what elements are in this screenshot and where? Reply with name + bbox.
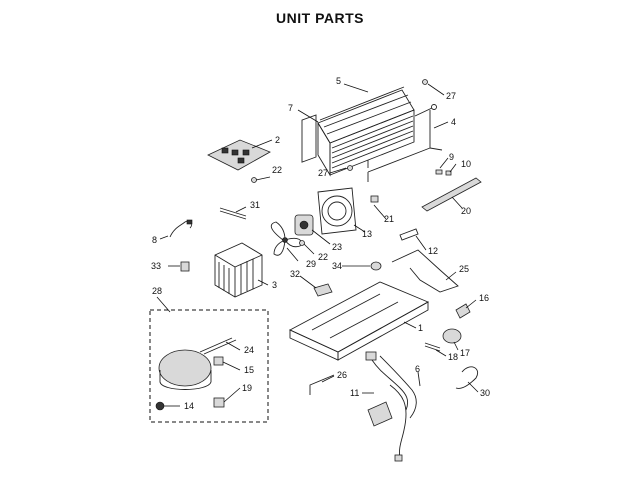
fan-shroud — [317, 187, 357, 235]
callout-3: 3 — [272, 280, 277, 290]
fan-blade — [270, 221, 302, 256]
drain-tube-25 — [391, 249, 459, 293]
screw-22-board — [251, 177, 257, 183]
condenser — [214, 242, 263, 298]
callout-16: 16 — [479, 293, 489, 303]
callout-6: 6 — [415, 364, 420, 374]
base-pan — [288, 281, 430, 361]
callout-11: 11 — [350, 388, 359, 398]
fittings-16-17-18 — [424, 303, 471, 352]
callout-22: 22 — [318, 252, 328, 262]
callout-19: 19 — [242, 383, 252, 393]
callout-29: 29 — [306, 259, 316, 269]
callout-2: 2 — [275, 135, 280, 145]
callout-12: 12 — [428, 246, 438, 256]
callout-34: 34 — [332, 261, 342, 271]
page-title: UNIT PARTS — [276, 10, 364, 26]
small-hardware — [180, 261, 382, 297]
callout-24: 24 — [244, 345, 254, 355]
callout-5: 5 — [336, 76, 341, 86]
callout-8: 8 — [152, 235, 157, 245]
callout-27: 27 — [446, 91, 456, 101]
callout-7: 7 — [288, 103, 293, 113]
callout-labels: 5 7 2 27 4 27 22 9 10 20 21 31 8 13 23 2… — [151, 76, 490, 411]
callout-26: 26 — [337, 370, 347, 380]
defrost-heater-tube — [367, 110, 443, 182]
evaporator-coil — [301, 86, 437, 177]
callout-25: 25 — [459, 264, 469, 274]
control-board — [207, 139, 271, 171]
callout-1: 1 — [418, 323, 423, 333]
small-parts-left — [169, 207, 247, 238]
callout-31: 31 — [250, 200, 260, 210]
fan-motor — [294, 214, 314, 236]
callout-21: 21 — [384, 214, 394, 224]
compressor — [155, 337, 237, 411]
callout-17: 17 — [460, 348, 470, 358]
callout-22: 22 — [272, 165, 282, 175]
callout-23: 23 — [332, 242, 342, 252]
compressor-group-box — [149, 309, 269, 423]
callout-18: 18 — [448, 352, 458, 362]
screw-22-fan — [299, 240, 305, 246]
wire-harness — [365, 351, 417, 462]
screw-27-bottom — [347, 165, 353, 171]
callout-32: 32 — [290, 269, 300, 279]
callout-10: 10 — [461, 159, 471, 169]
callout-27: 27 — [318, 168, 328, 178]
small-parts-right — [370, 169, 482, 241]
screw-27-top — [422, 79, 428, 85]
callout-13: 13 — [362, 229, 372, 239]
callout-33: 33 — [151, 261, 161, 271]
leader-lines — [156, 83, 479, 407]
callout-9: 9 — [449, 152, 454, 162]
callout-28: 28 — [152, 286, 162, 296]
callout-30: 30 — [480, 388, 490, 398]
callout-14: 14 — [184, 401, 194, 411]
parts-26-6-30 — [309, 366, 478, 395]
callout-20: 20 — [461, 206, 471, 216]
callout-4: 4 — [451, 117, 456, 127]
callout-15: 15 — [244, 365, 254, 375]
